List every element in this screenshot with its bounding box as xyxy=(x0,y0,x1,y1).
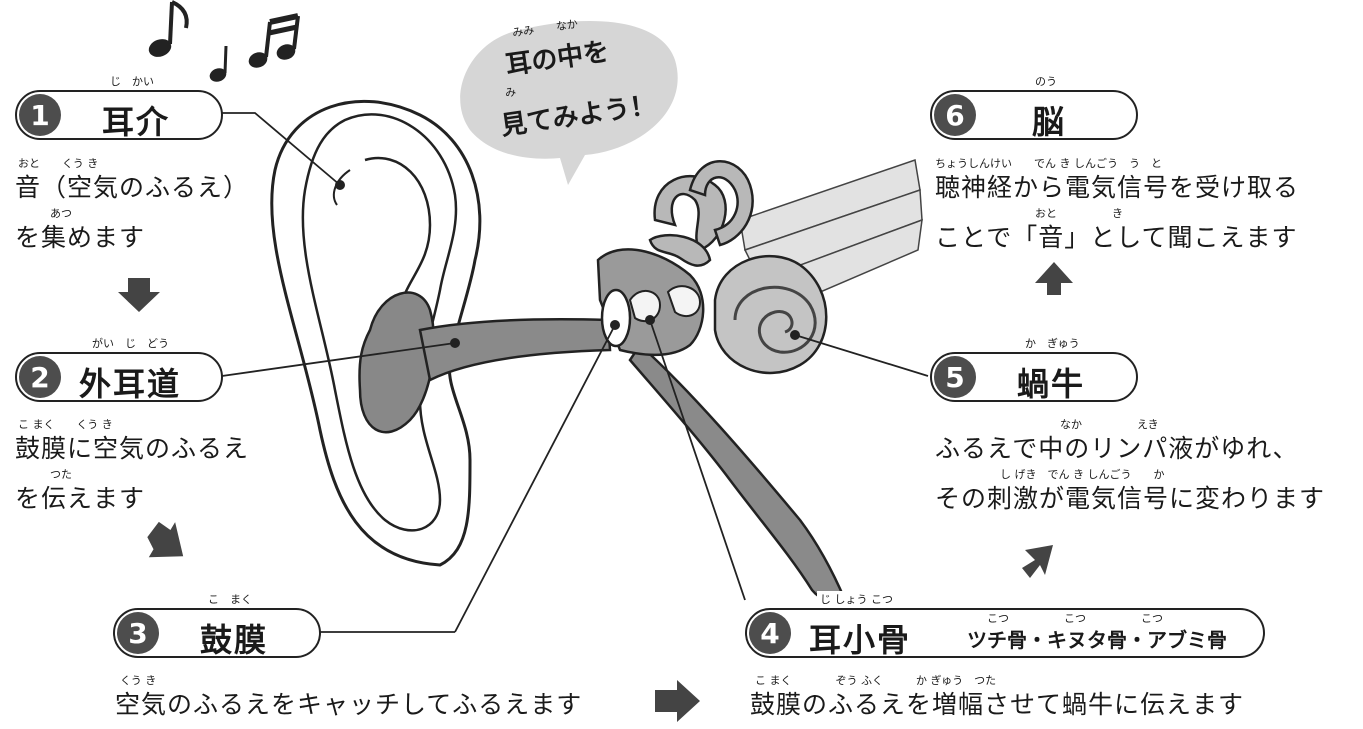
step-ruby: じ しょう こつ xyxy=(817,591,896,607)
step-name: 耳小骨 xyxy=(809,621,912,659)
step-name: 耳介 xyxy=(102,103,171,141)
cochlea xyxy=(713,255,828,375)
step-5-label: 5 か ぎゅう 蝸牛 xyxy=(930,335,1138,403)
step-2-desc-2: を伝えます xyxy=(15,484,146,513)
step-name: 外耳道 xyxy=(79,365,182,403)
step-2-desc-1: 鼓膜に空気のふるえ xyxy=(15,434,250,463)
desc-ruby: ちょうしんけい でん き しんごう う と xyxy=(935,157,1162,170)
eustachian-tube xyxy=(628,343,847,604)
desc-ruby: くう き xyxy=(120,674,157,687)
ossicle-names: ツチ骨・キヌタ骨・アブミ骨 xyxy=(967,628,1227,652)
arrow-down-icon xyxy=(147,521,184,558)
step-3-desc-1: 空気のふるえをキャッチしてふるえます xyxy=(115,690,583,719)
step-5-desc-2: その刺激が電気信号に変わります xyxy=(935,484,1326,513)
step-1-label: 1 じ かい 耳介 xyxy=(15,73,223,141)
sub-ruby: こつ こつ こつ xyxy=(987,612,1163,625)
step-ruby: がい じ どう xyxy=(89,335,172,351)
leader-dots xyxy=(335,180,800,348)
desc-ruby: こ まく くう き xyxy=(18,418,113,431)
leader-lines xyxy=(221,112,929,633)
bubble-ruby-2: み xyxy=(504,85,517,100)
step-number: 2 xyxy=(19,356,61,398)
arrow-right-icon xyxy=(655,680,700,722)
step-6-desc-1: 聴神経から電気信号を受け取る xyxy=(935,173,1300,202)
desc-ruby: つた xyxy=(50,468,72,481)
step-number: 3 xyxy=(117,612,159,654)
step-3-label: 3 こ まく 鼓膜 xyxy=(113,591,321,659)
desc-ruby: おと くう き xyxy=(18,157,99,170)
music-note-icon xyxy=(148,0,300,82)
step-6-desc-2: ことで「音」として聞こえます xyxy=(935,223,1298,252)
step-ruby: か ぎゅう xyxy=(1022,335,1083,351)
desc-ruby: おと き xyxy=(1035,207,1123,220)
step-ruby: のう xyxy=(1032,73,1060,89)
arrow-down-icon xyxy=(118,278,160,312)
outer-ear xyxy=(270,99,482,567)
desc-ruby: あつ xyxy=(50,207,72,220)
arrow-up-icon xyxy=(1035,262,1073,295)
step-number: 1 xyxy=(19,94,61,136)
eardrum xyxy=(600,288,632,348)
step-6-label: 6 のう 脳 xyxy=(930,73,1138,141)
step-name: 蝸牛 xyxy=(1017,365,1086,403)
step-1-desc-2: を集めます xyxy=(15,223,146,252)
step-1-desc-1: 音（空気のふるえ） xyxy=(15,173,250,202)
ear-canal xyxy=(418,318,612,382)
step-ruby: こ まく xyxy=(205,591,255,607)
step-name: 鼓膜 xyxy=(200,621,269,659)
step-4-label: 4 じ しょう こつ 耳小骨 こつ こつ こつ ツチ骨・キヌタ骨・アブミ骨 xyxy=(745,591,1265,659)
step-5-desc-1: ふるえで中のリンパ液がゆれ、 xyxy=(935,434,1299,463)
step-number: 5 xyxy=(934,356,976,398)
desc-ruby: こ まく ぞう ふく か ぎゅう つた xyxy=(755,674,997,687)
ossicles xyxy=(628,285,702,323)
speech-bubble xyxy=(460,21,678,185)
step-4-desc-1: 鼓膜のふるえを増幅させて蝸牛に伝えます xyxy=(750,690,1245,719)
desc-ruby: なか えき xyxy=(1060,418,1159,431)
step-number: 6 xyxy=(934,94,976,136)
desc-ruby: し げき でん き しんごう か xyxy=(1000,468,1165,481)
semicircular-canals xyxy=(648,160,754,267)
arrow-up-icon xyxy=(1022,545,1053,578)
step-name: 脳 xyxy=(1032,103,1067,141)
step-2-label: 2 がい じ どう 外耳道 xyxy=(15,335,223,403)
step-ruby: じ かい xyxy=(107,73,157,89)
step-number: 4 xyxy=(749,612,791,654)
